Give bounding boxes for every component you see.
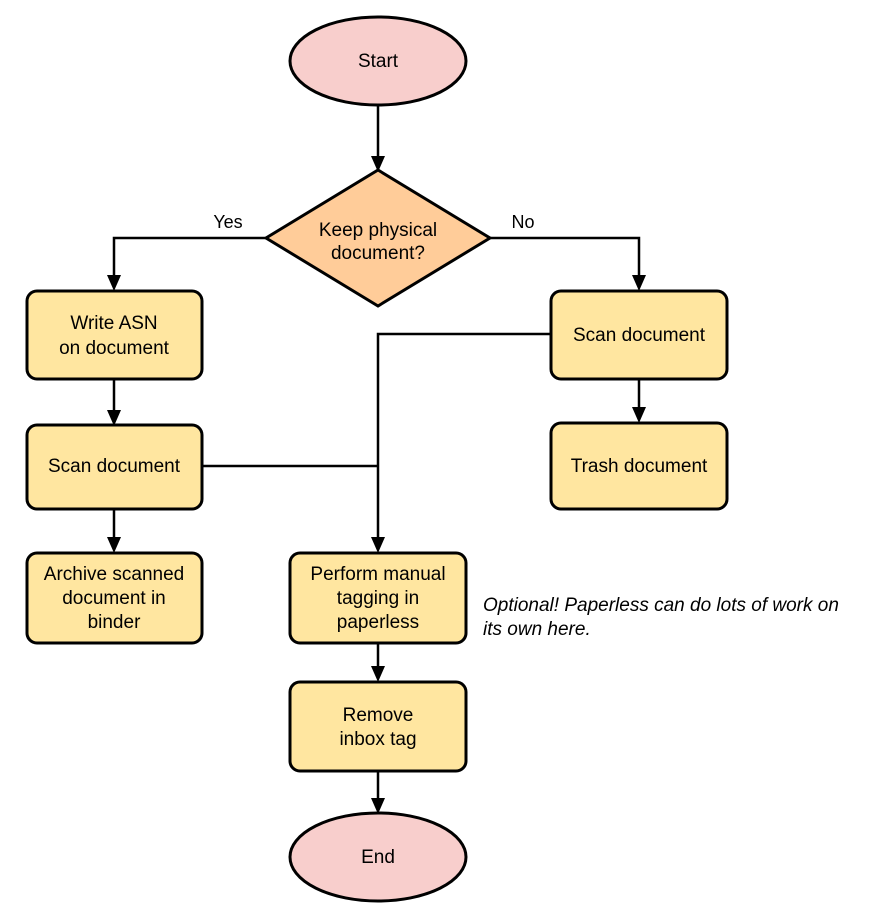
remove-inbox-rect (288, 680, 468, 773)
edge-scan-right-to-trash (632, 378, 646, 423)
write-asn-rect (25, 289, 204, 381)
tagging-rect (288, 551, 468, 645)
edge-decision-no-to-scan-right (490, 236, 646, 291)
edge-label-no: No (511, 212, 534, 232)
node-perform-manual-tagging[interactable]: Perform manual tagging in paperless (288, 551, 468, 645)
node-write-asn-label-line1: Write ASN (70, 313, 157, 334)
annotation-line2: its own here. (483, 619, 591, 640)
archive-rect (25, 551, 204, 645)
node-remove-inbox-label-line1: Remove (343, 705, 414, 726)
node-remove-inbox-tag[interactable]: Remove inbox tag (288, 680, 468, 773)
edge-start-to-decision (371, 105, 385, 172)
annotation-optional-note: Optional! Paperless can do lots of work … (483, 595, 839, 640)
trash-rect (549, 421, 729, 511)
start-ellipse (288, 15, 468, 107)
node-archive-scanned-document[interactable]: Archive scanned document in binder (25, 551, 204, 645)
end-ellipse (288, 811, 468, 903)
node-scan-document-right[interactable]: Scan document (549, 289, 729, 381)
node-decision-label-line1: Keep physical (319, 220, 437, 241)
edge-label-yes: Yes (213, 212, 242, 232)
edge-scan-right-to-tagging (371, 332, 551, 553)
node-end[interactable]: End (288, 811, 468, 903)
node-write-asn[interactable]: Write ASN on document (25, 289, 204, 381)
decision-diamond (263, 168, 493, 308)
node-decision-label-line2: document? (331, 243, 425, 264)
node-decision-keep-physical-document[interactable]: Keep physical document? (263, 168, 493, 308)
edge-write-asn-to-scan-left (107, 378, 121, 426)
edge-decision-yes-to-write-asn (107, 236, 266, 291)
node-archive-label-line3: binder (88, 612, 141, 633)
node-scan-left-label: Scan document (48, 456, 181, 477)
node-start-label: Start (358, 51, 399, 72)
node-archive-label-line1: Archive scanned (44, 564, 184, 585)
annotation-line1: Optional! Paperless can do lots of work … (483, 595, 839, 616)
node-trash-document[interactable]: Trash document (549, 421, 729, 511)
node-tagging-label-line1: Perform manual (310, 564, 445, 585)
edge-remove-inbox-to-end (371, 771, 385, 814)
edge-tagging-to-remove-inbox (371, 643, 385, 682)
node-tagging-label-line3: paperless (337, 612, 419, 633)
node-tagging-label-line2: tagging in (337, 588, 419, 609)
edge-scan-left-to-archive (107, 509, 121, 553)
node-archive-label-line2: document in (62, 588, 166, 609)
node-remove-inbox-label-line2: inbox tag (339, 729, 416, 750)
node-end-label: End (361, 847, 395, 868)
scan-left-rect (25, 423, 204, 511)
node-start[interactable]: Start (288, 15, 468, 107)
scan-right-rect (549, 289, 729, 381)
node-scan-document-left[interactable]: Scan document (25, 423, 204, 511)
node-write-asn-label-line2: on document (59, 338, 170, 359)
node-scan-right-label: Scan document (573, 325, 706, 346)
node-trash-label: Trash document (571, 456, 708, 477)
